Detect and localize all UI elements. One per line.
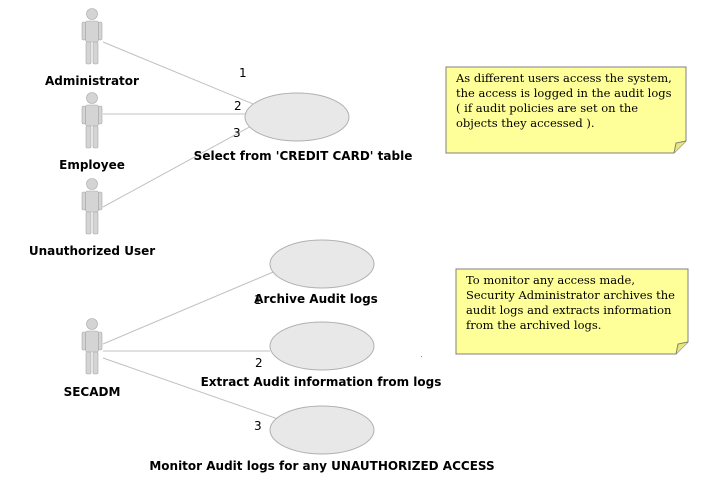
actor-label-employee: Employee [59, 158, 125, 172]
association-number: 3 [233, 126, 241, 140]
actor-label-administrator: Administrator [45, 74, 139, 88]
actor-label-secadm: SECADM [64, 385, 121, 399]
use-case-extract-audit-info[interactable] [269, 321, 375, 371]
use-case-label-select: Select from 'CREDIT CARD' table [194, 149, 413, 163]
association-number: 2 [255, 356, 263, 370]
actor-label-unauthorized-user: Unauthorized User [29, 244, 155, 258]
actor-administrator-icon[interactable] [81, 8, 103, 65]
note-monitor-access: To monitor any access made, Security Adm… [466, 273, 675, 332]
association-number: 1 [254, 293, 262, 307]
actors [81, 8, 103, 375]
use-case-monitor-audit-logs[interactable] [269, 405, 375, 455]
note-fold [675, 341, 689, 355]
note-fold [673, 140, 687, 154]
actor-unauthorized-user-icon[interactable] [81, 178, 103, 235]
association-administrator-select [102, 41, 259, 107]
association-secadm-archive [102, 269, 279, 345]
note-audit-logging: As different users access the system, th… [456, 71, 672, 130]
association-number: 2 [234, 99, 242, 113]
actor-secadm-icon[interactable] [81, 318, 103, 375]
association-unauthorized-select [102, 123, 256, 208]
associations [102, 41, 279, 420]
use-case-label-monitor: Monitor Audit logs for any UNAUTHORIZED … [149, 459, 494, 473]
association-secadm-monitor [102, 357, 279, 420]
use-case-ellipses [244, 92, 375, 455]
use-case-label-extract: Extract Audit information from logs [201, 375, 442, 389]
use-case-archive-audit-logs[interactable] [269, 239, 375, 289]
stray-dot [421, 356, 422, 357]
association-number: 1 [239, 66, 247, 80]
use-case-select-credit-card[interactable] [244, 92, 350, 142]
association-number: 3 [254, 419, 262, 433]
use-case-label-archive: Archive Audit logs [254, 292, 378, 306]
actor-employee-icon[interactable] [81, 92, 103, 149]
